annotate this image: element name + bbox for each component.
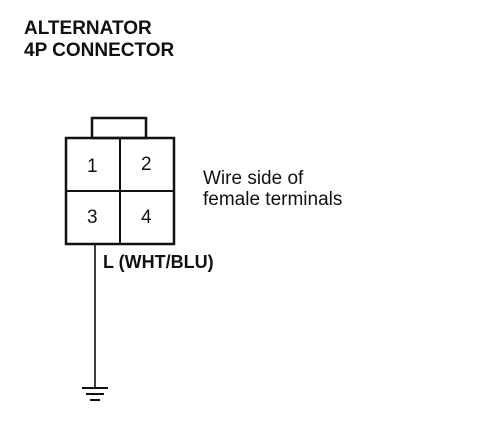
terminal-1-label: 1 — [87, 156, 98, 177]
title-line-1: ALTERNATOR — [24, 18, 152, 39]
note-line-2: female terminals — [203, 189, 342, 210]
wire-color-label: L (WHT/BLU) — [103, 252, 214, 272]
note-line-1: Wire side of — [203, 168, 304, 189]
terminal-4-label: 4 — [141, 207, 152, 228]
terminal-2-label: 2 — [141, 154, 152, 175]
ground-icon — [82, 387, 108, 401]
terminal-3-label: 3 — [87, 207, 98, 228]
alternator-4p-connector: 1 2 3 4 — [64, 116, 176, 246]
title-line-2: 4P CONNECTOR — [24, 40, 175, 61]
connector-lock-tab — [90, 116, 148, 140]
